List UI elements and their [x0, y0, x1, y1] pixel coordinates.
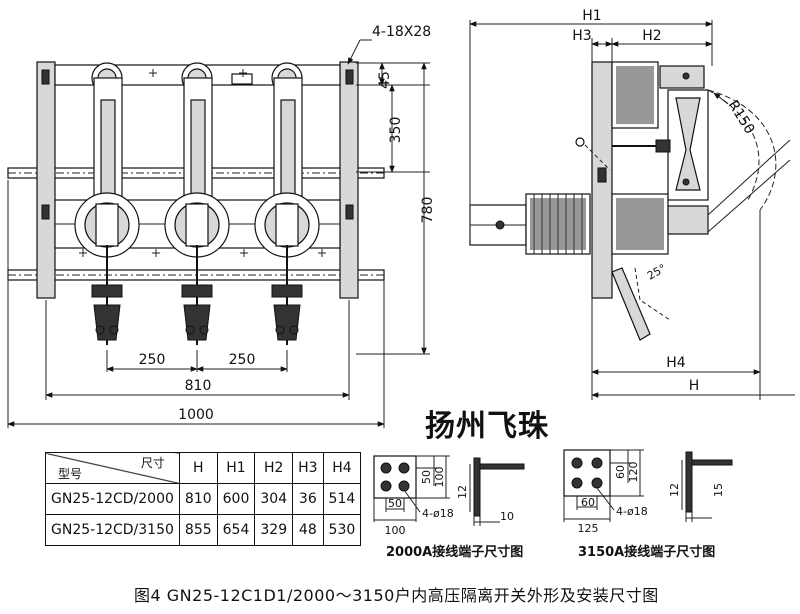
header-corner-top: 尺寸 — [140, 456, 165, 470]
table-row: GN25-12CD/2000 810 600 304 36 514 — [45, 483, 362, 515]
table-cell: 530 — [322, 514, 362, 546]
t3150-dim-15: 15 — [712, 483, 725, 497]
R150-label: R150 — [725, 98, 758, 137]
table-cell: 304 — [254, 483, 294, 515]
dim-250-b-label: 250 — [229, 352, 256, 368]
dim-250-a-label: 250 — [139, 352, 166, 368]
table-cell: 329 — [254, 514, 294, 546]
t2000-dim-100h: 100 — [385, 524, 406, 537]
table-row: GN25-12CD/3150 855 654 329 48 530 — [45, 514, 362, 546]
operating-rod — [611, 267, 651, 341]
terminal-2000-caption: 2000A接线端子尺寸图 — [386, 545, 524, 560]
t2000-dim-50h: 50 — [388, 497, 402, 510]
pole-1 — [74, 62, 140, 345]
t3150-dim-60h: 60 — [581, 496, 595, 509]
terminal-2000-drawing: 50 100 50 100 4-ø18 12 10 — [373, 455, 525, 537]
header-corner-bottom: 型号 — [58, 467, 83, 481]
dim-45-label: 45 — [377, 71, 393, 89]
right-frame-plate — [339, 61, 359, 299]
lower-contact — [667, 205, 709, 235]
spec-table: 尺寸 型号 H H1 H2 H3 H4 GN25-12CD/2000 810 6… — [45, 452, 362, 546]
side-view: H1 H3 H2 R150 25° H4 H — [469, 8, 795, 400]
H1-label: H1 — [582, 8, 601, 24]
t2000-holes: 4-ø18 — [422, 507, 454, 520]
table-cell: 514 — [322, 483, 362, 515]
col-header: H4 — [322, 452, 362, 484]
t2000-dim-12: 12 — [456, 485, 469, 499]
table-cell: 48 — [292, 514, 324, 546]
hole-note-label: 4-18X28 — [372, 24, 431, 40]
t3150-dim-125h: 125 — [578, 522, 599, 535]
col-header: H3 — [292, 452, 324, 484]
lower-insulator-left — [525, 193, 591, 255]
col-header: H — [178, 452, 218, 484]
brand-watermark: 扬州飞珠 — [425, 409, 549, 444]
terminal-3150-caption: 3150A接线端子尺寸图 — [578, 545, 716, 560]
t3150-holes: 4-ø18 — [616, 505, 648, 518]
row-model: GN25-12CD/3150 — [45, 514, 180, 546]
table-corner-cell: 尺寸 型号 — [45, 452, 180, 484]
table-header-row: 尺寸 型号 H H1 H2 H3 H4 — [45, 452, 362, 484]
nameplate — [231, 73, 253, 85]
angle-label: 25° — [645, 262, 668, 283]
left-frame-plate — [36, 61, 56, 299]
figure-caption: 图4 GN25-12C1D1/2000～3150户内高压隔离开关外形及安装尺寸图 — [134, 586, 659, 605]
table-cell: 36 — [292, 483, 324, 515]
H2-label: H2 — [642, 28, 661, 44]
row-model: GN25-12CD/2000 — [45, 483, 180, 515]
upper-contact — [659, 65, 705, 89]
lower-insulator-right — [611, 193, 669, 255]
upper-insulator — [611, 61, 659, 129]
H-label: H — [689, 378, 700, 394]
pole-3 — [254, 62, 320, 345]
dim-810-label: 810 — [185, 378, 212, 394]
t2000-dim-100v: 100 — [433, 467, 446, 488]
t3150-dim-12: 12 — [668, 483, 681, 497]
terminal-3150-drawing: 60 120 60 125 4-ø18 12 15 — [563, 449, 733, 535]
t3150-dim-120v: 120 — [627, 462, 640, 483]
table-cell: 654 — [216, 514, 256, 546]
t3150-dim-60v: 60 — [614, 465, 627, 479]
t2000-dim-50v: 50 — [420, 470, 433, 484]
table-cell: 810 — [178, 483, 218, 515]
table-cell: 855 — [178, 514, 218, 546]
table-cell: 600 — [216, 483, 256, 515]
front-view: 4-18X28 45 350 780 250 250 810 1000 — [7, 24, 436, 428]
dim-1000-label: 1000 — [178, 407, 214, 423]
col-header: H2 — [254, 452, 294, 484]
H4-label: H4 — [666, 355, 686, 371]
col-header: H1 — [216, 452, 256, 484]
t2000-dim-10: 10 — [500, 510, 514, 523]
H3-label: H3 — [572, 28, 591, 44]
dim-350-label: 350 — [388, 117, 404, 144]
dim-780-label: 780 — [420, 197, 436, 224]
pole-2 — [164, 62, 230, 345]
